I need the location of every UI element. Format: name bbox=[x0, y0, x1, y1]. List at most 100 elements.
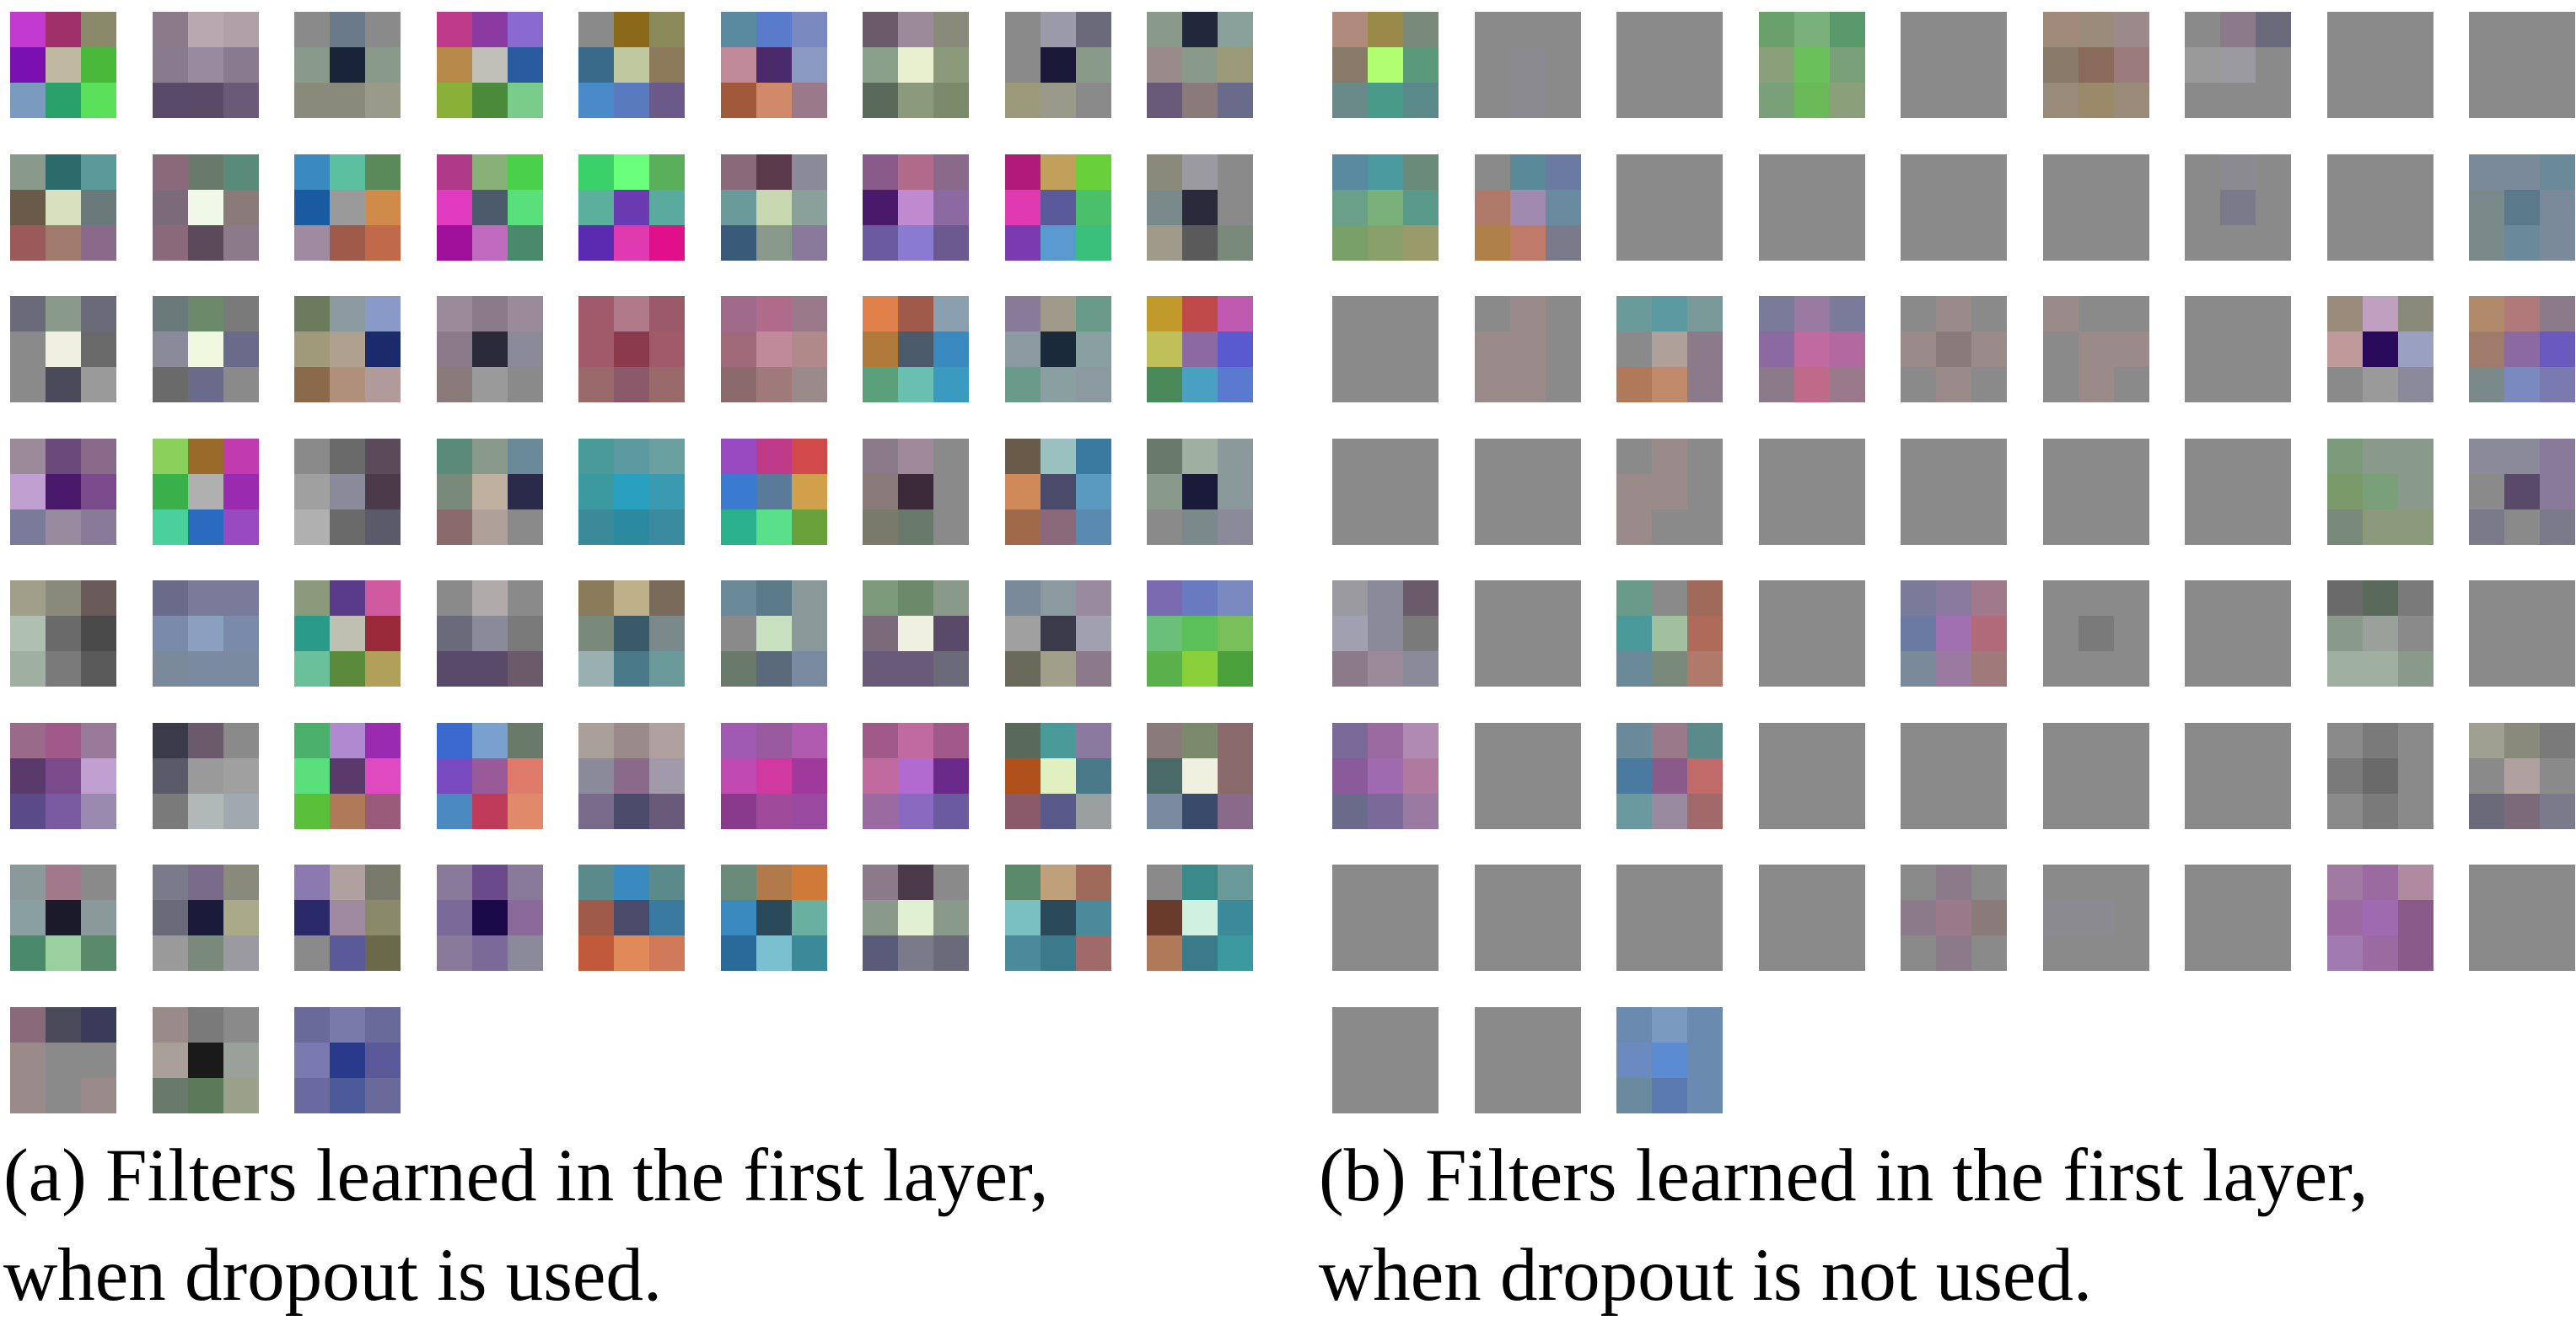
filter-pixel bbox=[933, 83, 969, 118]
filter-pixel bbox=[223, 189, 259, 225]
filter-pixel bbox=[1368, 1077, 1403, 1113]
filter-pixel bbox=[614, 438, 649, 474]
filter-pixel bbox=[1182, 865, 1218, 900]
filter-pixel bbox=[863, 722, 898, 758]
filter-pixel bbox=[2540, 296, 2575, 331]
filter-pixel bbox=[933, 296, 969, 331]
filter-pixel bbox=[223, 438, 259, 474]
filter-pixel bbox=[863, 154, 898, 190]
filter-tile bbox=[1616, 296, 1723, 402]
filter-pixel bbox=[1901, 473, 1936, 509]
filter-pixel bbox=[2504, 900, 2540, 935]
filter-pixel bbox=[1218, 83, 1253, 118]
filter-pixel bbox=[365, 224, 401, 261]
filter-pixel bbox=[294, 865, 330, 900]
filter-pixel bbox=[1545, 1006, 1581, 1043]
filter-pixel bbox=[649, 367, 685, 402]
filter-pixel bbox=[720, 47, 756, 83]
filter-pixel bbox=[863, 616, 898, 651]
filter-pixel bbox=[152, 865, 188, 900]
filter-pixel bbox=[81, 367, 116, 402]
filter-pixel bbox=[2042, 757, 2079, 794]
filter-pixel bbox=[1901, 865, 1936, 900]
filter-pixel bbox=[1652, 154, 1687, 190]
filter-pixel bbox=[1936, 367, 1971, 402]
filter-pixel bbox=[756, 331, 792, 367]
filter-pixel bbox=[1004, 189, 1041, 225]
filter-pixel bbox=[46, 651, 81, 687]
filter-pixel bbox=[223, 331, 259, 367]
filter-pixel bbox=[2042, 367, 2079, 402]
filter-pixel bbox=[294, 1042, 330, 1078]
filter-pixel bbox=[1901, 722, 1936, 758]
filter-pixel bbox=[1794, 83, 1830, 118]
filter-pixel bbox=[578, 935, 614, 971]
filter-tile bbox=[2326, 438, 2433, 545]
filter-pixel bbox=[2540, 757, 2575, 794]
filter-pixel bbox=[2220, 438, 2256, 474]
filter-tile bbox=[1147, 865, 1253, 971]
filter-pixel bbox=[1971, 47, 2007, 83]
filter-pixel bbox=[2504, 757, 2540, 794]
filter-pixel bbox=[1218, 757, 1253, 794]
filter-pixel bbox=[1509, 935, 1546, 971]
filter-pixel bbox=[187, 189, 223, 225]
filter-pixel bbox=[187, 1042, 223, 1078]
filter-pixel bbox=[507, 189, 543, 225]
filter-pixel bbox=[1040, 935, 1076, 971]
filter-pixel bbox=[2220, 757, 2256, 794]
filter-pixel bbox=[614, 154, 649, 190]
filter-pixel bbox=[187, 793, 223, 829]
filter-pixel bbox=[294, 189, 330, 225]
filter-pixel bbox=[1794, 367, 1830, 402]
filter-tile bbox=[294, 296, 401, 402]
filter-pixel bbox=[933, 509, 969, 545]
filter-pixel bbox=[1936, 296, 1971, 331]
filter-pixel bbox=[933, 616, 969, 651]
filter-pixel bbox=[223, 651, 259, 687]
filter-pixel bbox=[2362, 473, 2398, 509]
filter-pixel bbox=[2220, 580, 2256, 616]
filter-pixel bbox=[365, 296, 401, 331]
filter-pixel bbox=[436, 580, 472, 616]
filter-pixel bbox=[1616, 224, 1652, 261]
filter-tile bbox=[1616, 12, 1723, 118]
filter-tile bbox=[1901, 865, 2007, 971]
filter-pixel bbox=[1474, 722, 1510, 758]
filter-pixel bbox=[578, 367, 614, 402]
filter-pixel bbox=[2078, 438, 2114, 474]
filter-pixel bbox=[1545, 1042, 1581, 1078]
filter-pixel bbox=[2042, 331, 2079, 367]
filter-pixel bbox=[2540, 189, 2575, 225]
filter-pixel bbox=[436, 47, 472, 83]
filter-pixel bbox=[1794, 865, 1830, 900]
filter-pixel bbox=[578, 616, 614, 651]
filter-pixel bbox=[436, 224, 472, 261]
filter-pixel bbox=[1901, 509, 1936, 545]
filter-pixel bbox=[330, 438, 365, 474]
filter-pixel bbox=[2540, 473, 2575, 509]
filter-pixel bbox=[1403, 509, 1439, 545]
filter-pixel bbox=[2185, 580, 2220, 616]
filter-pixel bbox=[330, 83, 365, 118]
filter-pixel bbox=[1829, 367, 1865, 402]
filter-pixel bbox=[1616, 47, 1652, 83]
filter-pixel bbox=[1971, 509, 2007, 545]
filter-pixel bbox=[294, 1006, 330, 1043]
filter-pixel bbox=[1368, 154, 1403, 190]
filter-pixel bbox=[649, 438, 685, 474]
filter-pixel bbox=[2397, 580, 2433, 616]
filter-pixel bbox=[2220, 509, 2256, 545]
filter-pixel bbox=[720, 616, 756, 651]
filter-pixel bbox=[1182, 296, 1218, 331]
filter-pixel bbox=[2540, 509, 2575, 545]
filter-pixel bbox=[1075, 722, 1111, 758]
filter-pixel bbox=[1403, 47, 1439, 83]
filter-pixel bbox=[756, 651, 792, 687]
filter-pixel bbox=[1652, 331, 1687, 367]
filter-pixel bbox=[471, 367, 508, 402]
filter-tile bbox=[1474, 1006, 1581, 1113]
filter-pixel bbox=[46, 1006, 81, 1043]
filter-pixel bbox=[2256, 651, 2291, 687]
filter-pixel bbox=[507, 473, 543, 509]
